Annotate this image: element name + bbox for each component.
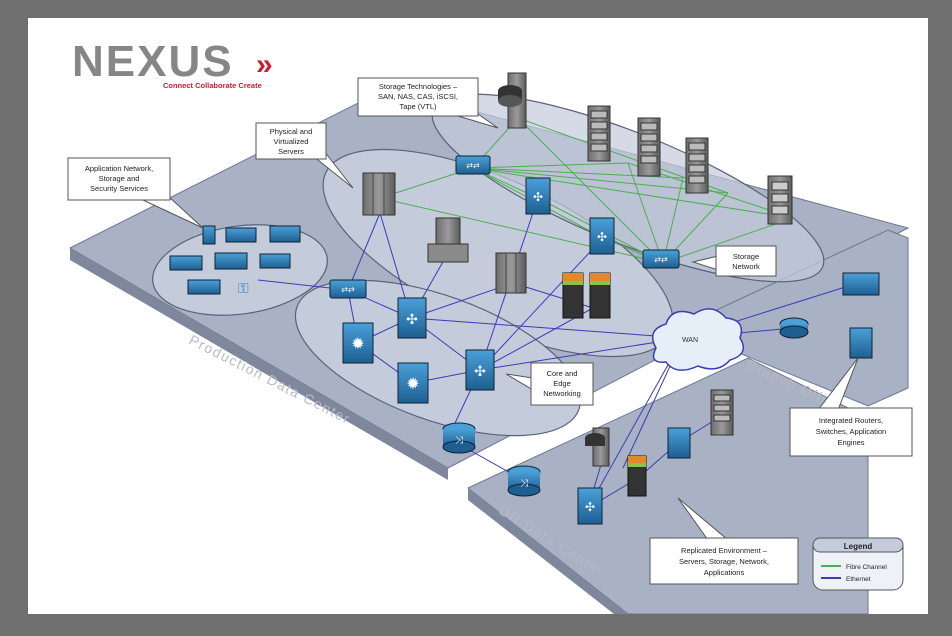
nexus-logo: NEXUS » Connect Collaborate Create [72, 37, 273, 90]
app-services-devices [169, 225, 301, 295]
mds-director: ✣ [589, 217, 615, 255]
legend-ethernet-label: Ethernet [846, 576, 871, 583]
svg-text:⇄⇄: ⇄⇄ [466, 161, 480, 170]
svg-text:⤨: ⤨ [455, 435, 463, 446]
svg-text:Servers: Servers [278, 147, 304, 156]
legend: Legend Fibre Channel Ethernet [812, 537, 904, 591]
logo-arrows: » [256, 48, 273, 81]
svg-text:Storage: Storage [733, 252, 759, 261]
callout-storage-network: Storage Network [691, 245, 777, 277]
access-switch: ⇄⇄ [329, 279, 367, 299]
fabric-switch: ⇄⇄ [642, 249, 680, 269]
svg-text:Network: Network [732, 262, 760, 271]
svg-text:⤨: ⤨ [520, 478, 528, 489]
callout-app-network: Application Network, Storage and Securit… [67, 157, 204, 229]
branch-router [779, 317, 809, 339]
dr-storage-server [585, 427, 610, 467]
branch-switch [849, 327, 873, 359]
legend-fibre-label: Fibre Channel [846, 564, 887, 571]
core-edge-zone [294, 279, 582, 437]
svg-text:✣: ✣ [585, 500, 595, 514]
svg-text:Engines: Engines [837, 438, 864, 447]
mainframe [427, 217, 469, 263]
svg-text:✣: ✣ [597, 230, 607, 244]
content-switch: ✹ [342, 322, 374, 364]
dr-blade [627, 455, 647, 497]
svg-text:Virtualized: Virtualized [274, 137, 309, 146]
svg-text:✹: ✹ [351, 336, 364, 353]
core-switch: ✣ [397, 297, 427, 339]
core-switch: ✣ [465, 349, 495, 391]
callout-replicated: Replicated Environment – Servers, Storag… [649, 497, 799, 585]
dr-core-switch: ✣ [577, 487, 603, 525]
logo-brand: NEXUS [72, 37, 234, 86]
blade-server [562, 272, 584, 319]
server-rack [362, 172, 396, 216]
multilayer-switch: ⤨ [507, 465, 541, 497]
svg-text:SAN, NAS, CAS, iSCSI,: SAN, NAS, CAS, iSCSI, [378, 92, 458, 101]
production-platform-edge [70, 248, 448, 480]
svg-text:Core and: Core and [547, 369, 578, 378]
multilayer-switch: ⤨ [442, 422, 476, 454]
logo-tagline: Connect Collaborate Create [163, 81, 262, 90]
svg-text:Physical and: Physical and [270, 127, 313, 136]
svg-text:✣: ✣ [474, 363, 486, 379]
storage-array [685, 137, 709, 194]
callout-core-edge: Core and Edge Networking [505, 362, 594, 406]
blade-server [589, 272, 611, 319]
dr-platform-edge [468, 488, 628, 614]
storage-array [587, 105, 611, 162]
dr-storage [710, 389, 734, 436]
svg-text:Edge: Edge [553, 379, 571, 388]
svg-text:✣: ✣ [406, 311, 418, 327]
tape-library [767, 175, 793, 225]
mds-director: ✣ [525, 177, 551, 215]
wan-label: WAN [682, 337, 698, 344]
callout-integrated: Integrated Routers, Switches, Applicatio… [789, 357, 913, 457]
key-icon: ⚿ [238, 280, 249, 296]
content-switch: ✹ [397, 362, 429, 404]
svg-text:Replicated Environment –: Replicated Environment – [681, 546, 768, 555]
svg-text:Storage Technologies –: Storage Technologies – [379, 82, 458, 91]
svg-text:Application Network,: Application Network, [85, 164, 153, 173]
svg-text:Security Services: Security Services [90, 184, 148, 193]
svg-text:Servers, Storage, Network,: Servers, Storage, Network, [679, 557, 769, 566]
storage-server [498, 72, 527, 129]
svg-text:Applications: Applications [704, 568, 745, 577]
server-rack [495, 252, 527, 294]
legend-title: Legend [844, 542, 873, 551]
wan-cloud: WAN [651, 308, 745, 371]
branch-app-engine [842, 272, 880, 296]
svg-text:✣: ✣ [533, 190, 543, 204]
svg-text:Networking: Networking [543, 389, 581, 398]
svg-text:⇄⇄: ⇄⇄ [341, 285, 355, 294]
svg-text:⇄⇄: ⇄⇄ [654, 255, 668, 264]
network-diagram: Production Data Center Branch Office DR … [67, 37, 913, 614]
storage-array [637, 117, 661, 177]
callout-storage-tech: Storage Technologies – SAN, NAS, CAS, iS… [357, 77, 499, 129]
dr-switch [667, 427, 691, 459]
fabric-switch: ⇄⇄ [455, 155, 491, 175]
svg-text:Switches, Application: Switches, Application [816, 427, 886, 436]
svg-text:Integrated Routers,: Integrated Routers, [819, 416, 883, 425]
diagram-canvas: Production Data Center Branch Office DR … [28, 18, 928, 614]
callout-servers: Physical and Virtualized Servers [255, 122, 354, 189]
svg-text:Tape (VTL): Tape (VTL) [399, 102, 437, 111]
svg-text:✹: ✹ [406, 376, 419, 393]
svg-text:Storage and: Storage and [99, 174, 140, 183]
